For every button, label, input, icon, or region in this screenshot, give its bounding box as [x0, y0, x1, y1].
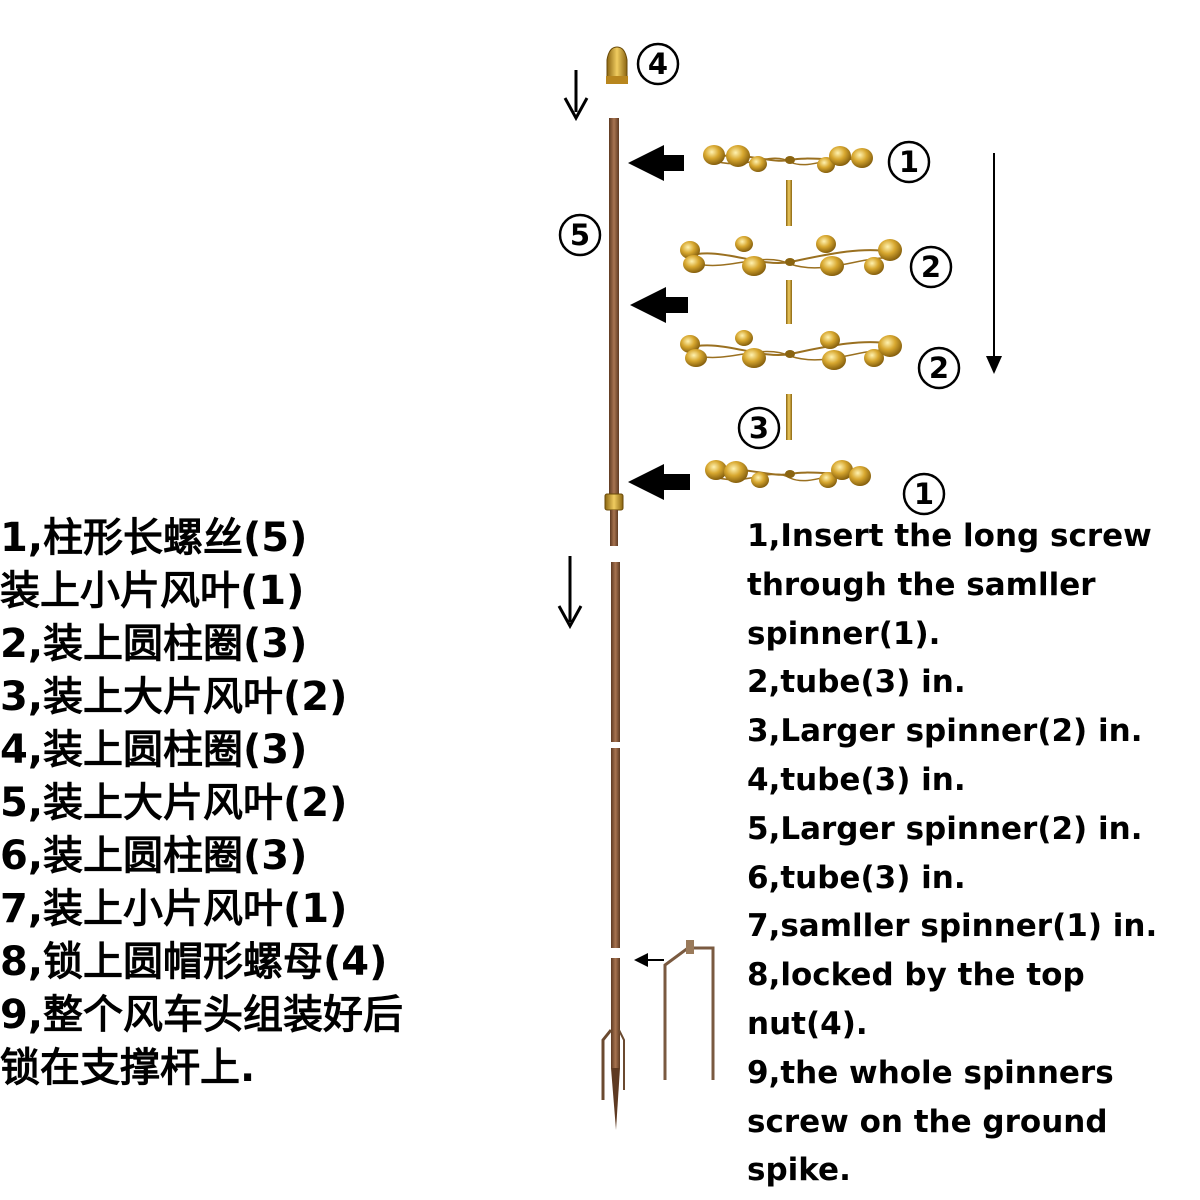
- english-instructions: 1,Insert the long screw through the saml…: [747, 512, 1200, 1195]
- en-step-line: 1,Insert the long screw: [747, 518, 1152, 554]
- part-label-4-text: 4: [648, 47, 668, 81]
- cn-step-line: 1,柱形长螺丝(5): [0, 515, 308, 561]
- cn-step-line: 2,装上圆柱圈(3): [0, 621, 308, 667]
- en-step-line: spinner(1).: [747, 615, 941, 652]
- long-screw: [604, 118, 624, 546]
- down-arrow: [557, 556, 583, 630]
- part-label-1-text: 1: [899, 145, 919, 179]
- down-arrow: [563, 70, 589, 122]
- part-label-3-text: 3: [749, 411, 769, 445]
- part-label-2-text: 2: [921, 250, 941, 284]
- part-label-2: 2: [917, 346, 961, 390]
- cn-step-line: 9,整个风车头组装好后: [0, 992, 404, 1038]
- chinese-instructions: 1,柱形长螺丝(5) 装上小片风叶(1) 2,装上圆柱圈(3) 3,装上大片风叶…: [0, 512, 560, 1095]
- cap-nut: [606, 46, 628, 84]
- cn-step-line: 4,装上圆柱圈(3): [0, 727, 308, 773]
- cn-step-line: 装上小片风叶(1): [0, 568, 305, 614]
- en-step-line: through the samller: [747, 566, 1096, 603]
- small-spinner: [705, 460, 871, 488]
- part-label-3: 3: [737, 406, 781, 450]
- en-step-line: 2,tube(3) in.: [747, 664, 966, 701]
- part-label-4: 4: [636, 42, 680, 86]
- part-label-2-text: 2: [929, 351, 949, 385]
- en-step-line: 3,Larger spinner(2) in.: [747, 713, 1143, 750]
- part-label-5-text: 5: [570, 218, 590, 252]
- part-label-2: 2: [909, 245, 953, 289]
- insert-arrow: [630, 287, 688, 323]
- assembly-order-arrow: [986, 153, 1002, 374]
- tube: [786, 280, 792, 324]
- cn-step-line: 7,装上小片风叶(1): [0, 886, 348, 932]
- en-step-line: 8,locked by the top: [747, 957, 1085, 994]
- ground-spike: [601, 562, 625, 1130]
- en-step-line: 9,the whole spinners: [747, 1054, 1114, 1091]
- part-label-1: 1: [902, 472, 946, 516]
- ground-stake: [663, 940, 715, 1080]
- small-spinner: [703, 145, 873, 173]
- en-step-line: 4,tube(3) in.: [747, 761, 966, 798]
- part-label-1: 1: [887, 140, 931, 184]
- en-step-line: screw on the ground: [747, 1103, 1108, 1140]
- cn-step-line: 3,装上大片风叶(2): [0, 674, 348, 720]
- tube: [786, 180, 792, 226]
- cn-step-line: 6,装上圆柱圈(3): [0, 833, 308, 879]
- insert-arrow: [628, 145, 684, 181]
- en-step-line: 7,samller spinner(1) in.: [747, 908, 1158, 945]
- en-step-line: 5,Larger spinner(2) in.: [747, 810, 1143, 847]
- tube: [786, 394, 792, 440]
- cn-step-line: 锁在支撑杆上.: [0, 1045, 256, 1091]
- part-label-5: 5: [558, 213, 602, 257]
- en-step-line: spike.: [747, 1152, 851, 1189]
- insert-arrow: [628, 464, 690, 500]
- stake-arrow: [634, 953, 664, 967]
- en-step-line: nut(4).: [747, 1005, 868, 1042]
- part-label-1-text: 1: [914, 477, 934, 511]
- en-step-line: 6,tube(3) in.: [747, 859, 966, 896]
- cn-step-line: 5,装上大片风叶(2): [0, 780, 348, 826]
- large-spinner: [680, 235, 902, 276]
- cn-step-line: 8,锁上圆帽形螺母(4): [0, 939, 388, 985]
- large-spinner: [680, 330, 902, 370]
